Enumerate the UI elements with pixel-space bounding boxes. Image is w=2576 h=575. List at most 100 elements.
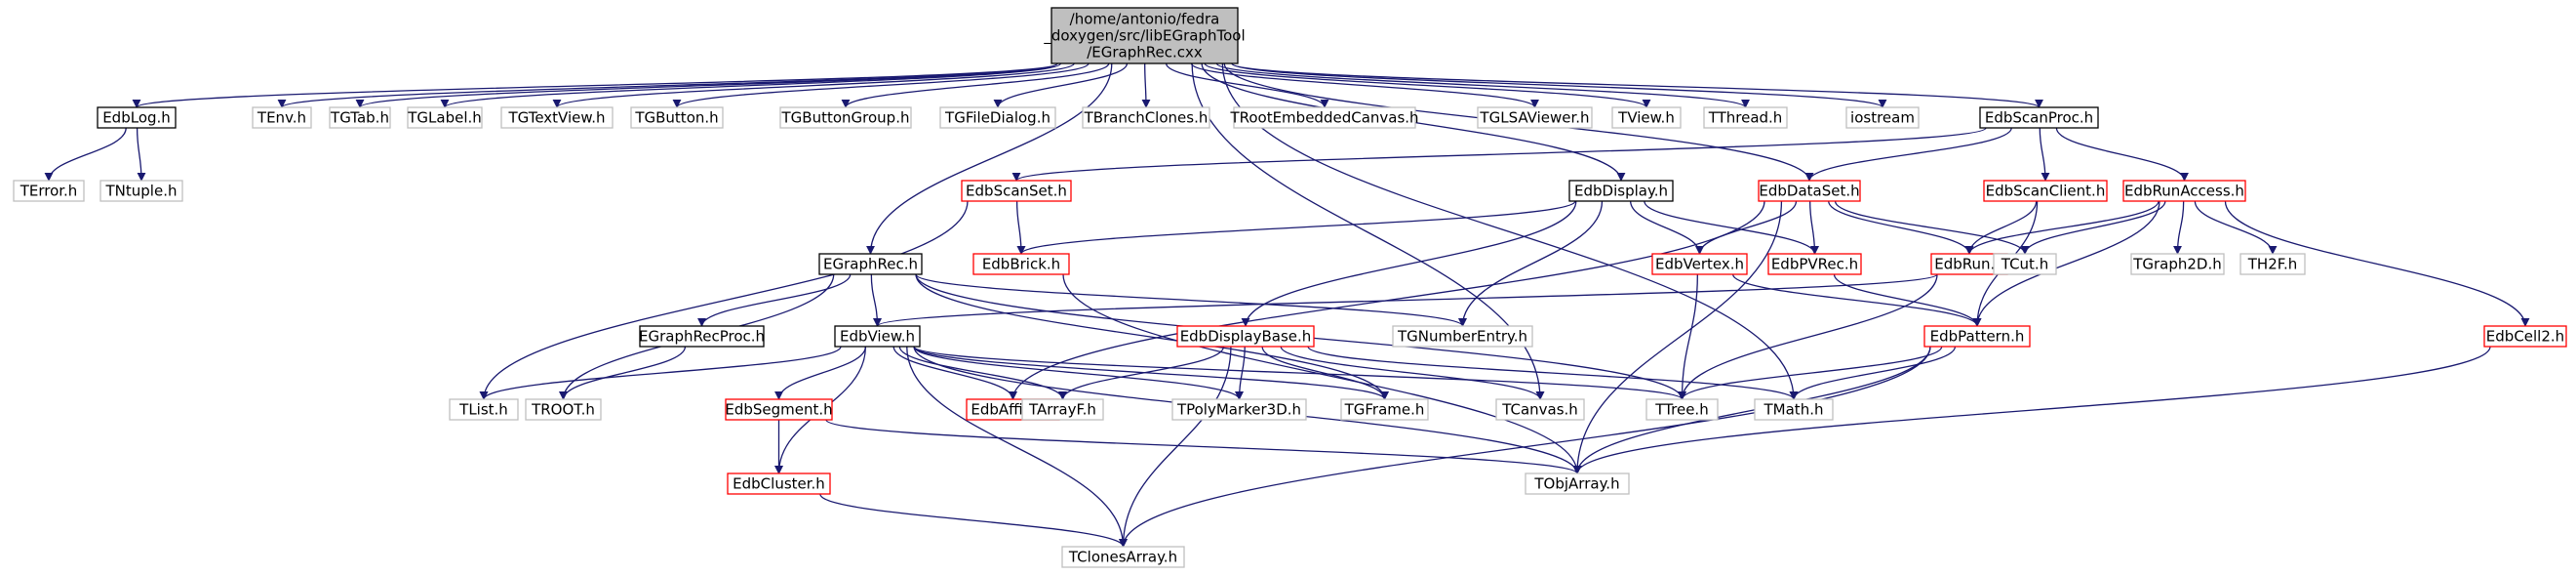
node-box (1340, 398, 1429, 421)
edge-edbview-to-ttree (913, 346, 1686, 400)
node-box (1171, 398, 1307, 421)
edge-edbdataset-to-edbrun (1828, 200, 1974, 255)
node-label: EdbVertex.h (1655, 255, 1744, 272)
node-box (252, 106, 312, 129)
edge-edbpattern-to-tobjarray (1572, 346, 1931, 474)
node-edbdisplaybase[interactable]: EdbDisplayBase.h (1176, 325, 1315, 348)
edge-root-to-tgtab (355, 62, 1058, 108)
node-egraphrecproc[interactable]: EGraphRecProc.h (639, 325, 765, 348)
node-label: TCut.h (2001, 255, 2048, 272)
edge-edbpvrec-to-edbpattern (1833, 273, 1982, 327)
node-edbscanset[interactable]: EdbScanSet.h (961, 180, 1072, 202)
edge-edbscanproc-to-edbscanset (1011, 127, 1987, 182)
edge-edbdisplaybase-to-tcanvas (1280, 346, 1545, 400)
node-ttree: TTree.h (1645, 398, 1719, 421)
edge-root-to-tgfiledialog (993, 62, 1129, 108)
edge-edbview-to-edbsegment (774, 346, 867, 400)
node-edbpvrec[interactable]: EdbPVRec.h (1767, 253, 1862, 275)
node-box (1495, 398, 1585, 421)
edge-edbscanset-to-edbbrick (1015, 200, 1026, 255)
node-edbscanproc[interactable]: EdbScanProc.h (1979, 106, 2099, 129)
node-label: EdbRun.h (1934, 255, 2004, 272)
edge-edbrunaccess-to-tgraph2d (2173, 200, 2185, 255)
edge-edbrunaccess-to-edbcell2 (2224, 200, 2530, 327)
node-box (1525, 472, 1630, 495)
edge-root-to-edblog (132, 62, 1058, 108)
node-label: TGNumberEntry.h (1397, 327, 1527, 345)
node-label: /home/antonio/fedra (1070, 10, 1220, 27)
node-label: EdbScanProc.h (1985, 108, 2093, 126)
node-label: EdbScanClient.h (1986, 182, 2106, 199)
node-label: TCanvas.h (1501, 400, 1578, 418)
node-root[interactable]: /home/antonio/fedra_doxygen/src/libEGrap… (1043, 7, 1246, 64)
node-edbcell2[interactable]: EdbCell2.h (2483, 325, 2567, 348)
node-tmath: TMath.h (1754, 398, 1834, 421)
node-box (1021, 398, 1104, 421)
node-edbrun[interactable]: EdbRun.h (1930, 253, 2008, 275)
edge-edbdataset-to-edbvertex (1695, 200, 1798, 255)
node-th2f: TH2F.h (2239, 253, 2306, 275)
edge-edbrunaccess-to-edbpattern (1972, 200, 2160, 327)
edge-edbrunaccess-to-edbrun (1964, 200, 2160, 255)
edge-root-to-tbranchclones (1141, 62, 1151, 108)
node-tntuple: TNtuple.h (99, 180, 183, 202)
node-label: _doxygen/src/libEGraphTool (1043, 26, 1245, 45)
node-edbsegment[interactable]: EdbSegment.h (725, 398, 833, 421)
edge-edbdisplaybase-to-tpolymarker3d (1235, 346, 1246, 400)
node-edbpattern[interactable]: EdbPattern.h (1923, 325, 2031, 348)
node-box (1979, 106, 2099, 129)
node-edbscanclient[interactable]: EdbScanClient.h (1983, 180, 2108, 202)
node-box (1050, 7, 1239, 64)
node-edblog[interactable]: EdbLog.h (97, 106, 177, 129)
node-label: TMath.h (1764, 400, 1824, 418)
node-label: EdbScanSet.h (966, 182, 1067, 199)
edge-edbpattern-to-ttree (1678, 346, 1943, 400)
node-box (961, 180, 1072, 202)
node-box (779, 106, 912, 129)
node-label: TGTab.h (330, 108, 389, 126)
node-trootembedded: TRootEmbeddedCanvas.h (1229, 106, 1419, 129)
edge-edbrun-to-ttree (1678, 273, 1938, 400)
node-edbdataset[interactable]: EdbDataSet.h (1758, 180, 1861, 202)
node-tgraph2d: TGraph2D.h (2130, 253, 2225, 275)
node-box (1568, 180, 1674, 202)
node-tglabel: TGLabel.h (407, 106, 483, 129)
node-box (1082, 106, 1210, 129)
node-edbcluster[interactable]: EdbCluster.h (727, 472, 831, 495)
node-label: TGFrame.h (1344, 400, 1425, 418)
node-iostream: iostream (1845, 106, 1920, 129)
node-box (1703, 106, 1788, 129)
node-tgtab: TGTab.h (329, 106, 391, 129)
node-box (500, 106, 614, 129)
node-troot: TROOT.h (525, 398, 602, 421)
node-edbrunaccess[interactable]: EdbRunAccess.h (2122, 180, 2246, 202)
node-box (630, 106, 724, 129)
node-tgbutton: TGButton.h (630, 106, 724, 129)
edge-edbrunaccess-to-tcut (2020, 200, 2166, 255)
node-edbdisplay[interactable]: EdbDisplay.h (1568, 180, 1674, 202)
edge-root-to-tenv (277, 62, 1058, 108)
node-egraphrec[interactable]: EGraphRec.h (818, 253, 923, 275)
edge-edbdisplaybase-to-tgframe (1261, 346, 1389, 400)
node-label: TBranchClones.h (1084, 108, 1209, 126)
node-box (725, 398, 833, 421)
edge-edbview-to-tpolymarker3d (913, 346, 1244, 400)
node-edbview[interactable]: EdbView.h (834, 325, 921, 348)
edge-root-to-tgtextview (552, 62, 1075, 108)
node-label: TView.h (1617, 108, 1675, 126)
node-box (939, 106, 1056, 129)
node-box (1845, 106, 1920, 129)
edge-root-to-tgbutton (672, 62, 1090, 108)
node-edbvertex[interactable]: EdbVertex.h (1651, 253, 1748, 275)
node-label: TGTextView.h (507, 108, 605, 126)
node-tarrayf: TArrayF.h (1021, 398, 1104, 421)
node-box (727, 472, 831, 495)
edge-edbdisplay-to-edbdisplaybase (1241, 200, 1577, 327)
node-tview: TView.h (1611, 106, 1682, 129)
node-box (449, 398, 519, 421)
node-edbbrick[interactable]: EdbBrick.h (972, 253, 1070, 275)
node-tgnumberentry: TGNumberEntry.h (1392, 325, 1533, 348)
node-box (1233, 106, 1416, 129)
node-label: EdbCell2.h (2486, 327, 2564, 345)
